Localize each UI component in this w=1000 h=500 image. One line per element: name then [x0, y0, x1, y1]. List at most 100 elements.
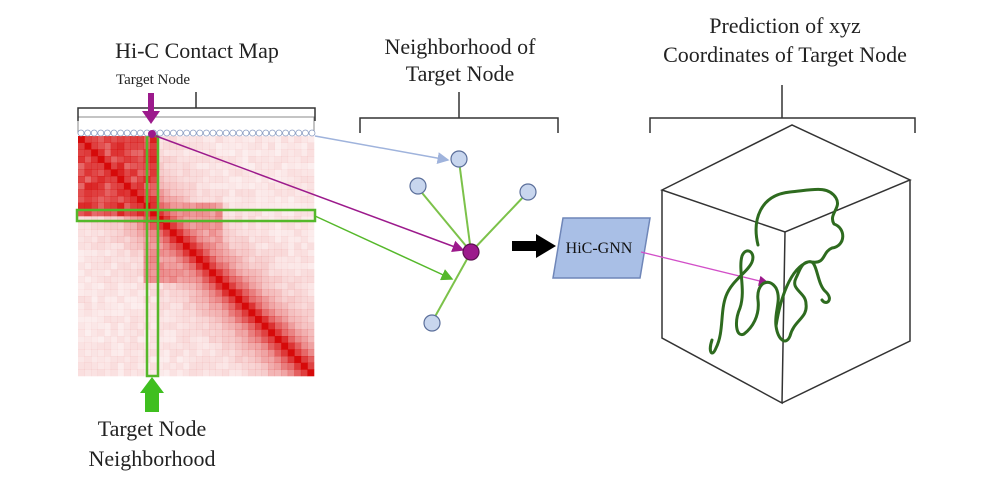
heatmap-cell — [97, 189, 105, 197]
heatmap-cell — [228, 362, 236, 370]
heatmap-cell — [91, 196, 98, 203]
heatmap-cell — [78, 322, 85, 330]
heatmap-cell — [189, 229, 197, 237]
heatmap-cell — [287, 322, 295, 330]
heatmap-cell — [176, 222, 184, 230]
node-bead — [77, 129, 85, 137]
heatmap-cell — [228, 149, 236, 157]
heatmap-cell — [84, 216, 92, 223]
heatmap-cell — [255, 176, 262, 183]
heatmap-cell — [78, 256, 85, 263]
heatmap-cell — [169, 156, 177, 163]
heatmap-cell — [287, 316, 295, 323]
heatmap-cell — [110, 156, 118, 163]
heatmap-cell — [228, 329, 236, 337]
heatmap-cell — [123, 316, 131, 323]
heatmap-cell — [176, 342, 184, 350]
heatmap-cell — [117, 342, 125, 350]
heatmap-cell — [268, 342, 275, 350]
heatmap-cell — [97, 142, 105, 150]
heatmap-cell — [274, 256, 282, 263]
heatmap-cell — [215, 256, 223, 263]
heatmap-cell — [163, 349, 171, 357]
heatmap-cell — [169, 269, 177, 277]
heatmap-cell — [150, 189, 157, 197]
heatmap-cell — [91, 189, 98, 197]
heatmap-cell — [235, 149, 243, 157]
heatmap-cell — [91, 342, 98, 350]
heatmap-cell — [130, 316, 138, 323]
heatmap-cell — [209, 276, 216, 283]
heatmap-cell — [117, 362, 125, 370]
heatmap-cell — [182, 269, 190, 277]
heatmap-cell — [202, 362, 210, 370]
heatmap-cell — [215, 162, 223, 170]
heatmap-cell — [130, 169, 138, 177]
node-bead — [209, 129, 217, 137]
heatmap-cell — [150, 176, 157, 183]
heatmap-cell — [294, 149, 302, 157]
heatmap-cell — [307, 149, 315, 157]
heatmap-cell — [274, 316, 282, 323]
heatmap-cell — [84, 356, 92, 363]
neighbor-node — [450, 150, 468, 168]
heatmap-cell — [222, 362, 230, 370]
heatmap-cell — [117, 289, 125, 297]
heatmap-cell — [123, 329, 131, 337]
heatmap-cell — [169, 356, 177, 363]
heatmap-cell — [222, 262, 230, 270]
heatmap-cell — [91, 296, 98, 303]
heatmap-cell — [182, 342, 190, 350]
heatmap-cell — [176, 296, 184, 303]
heatmap-cell — [307, 236, 315, 243]
heatmap-cell — [137, 222, 144, 230]
heatmap-cell — [156, 349, 164, 357]
heatmap-cell — [169, 362, 177, 370]
heatmap-cell — [163, 169, 171, 177]
heatmap-cell — [196, 369, 203, 377]
heatmap-cell — [117, 169, 125, 177]
heatmap-cell — [241, 322, 249, 330]
heatmap-cell — [189, 202, 197, 210]
heatmap-cell — [268, 362, 275, 370]
heatmap-cell — [110, 336, 118, 343]
heatmap-cell — [78, 142, 85, 150]
heatmap-cell — [78, 236, 85, 243]
heatmap-cell — [84, 322, 92, 330]
heatmap-cell — [176, 362, 184, 370]
heatmap-cell — [281, 342, 289, 350]
heatmap-cell — [294, 196, 302, 203]
heatmap-cell — [300, 209, 308, 217]
heatmap-cell — [255, 189, 262, 197]
neighbor-node — [519, 183, 537, 201]
target-node-label: Target Node — [115, 72, 191, 88]
heatmap-cell — [235, 369, 243, 377]
heatmap-cell — [130, 162, 138, 170]
heatmap-cell — [281, 169, 289, 177]
heatmap-cell — [235, 309, 243, 317]
heatmap-cell — [97, 302, 105, 310]
heatmap-cell — [307, 282, 315, 290]
heatmap-cell — [163, 302, 171, 310]
heatmap-cell — [300, 309, 308, 317]
heatmap-cell — [274, 322, 282, 330]
heatmap-cell — [104, 296, 112, 303]
heatmap-cell — [189, 149, 197, 157]
heatmap-cell — [300, 169, 308, 177]
heatmap-cell — [274, 182, 282, 190]
heatmap-cell — [137, 236, 144, 243]
heatmap-cell — [241, 329, 249, 337]
heatmap-cell — [189, 289, 197, 297]
heatmap-cell — [209, 169, 216, 177]
heatmap-cell — [215, 269, 223, 277]
heatmap-cell — [137, 289, 144, 297]
heatmap-cell — [91, 309, 98, 317]
heatmap-cell — [287, 136, 295, 143]
prediction-bracket — [649, 85, 916, 133]
heatmap-cell — [91, 249, 98, 257]
heatmap-cell — [287, 302, 295, 310]
heatmap-cell — [123, 229, 131, 237]
heatmap-cell — [189, 242, 197, 250]
heatmap-cell — [123, 302, 131, 310]
heatmap-cell — [182, 309, 190, 317]
